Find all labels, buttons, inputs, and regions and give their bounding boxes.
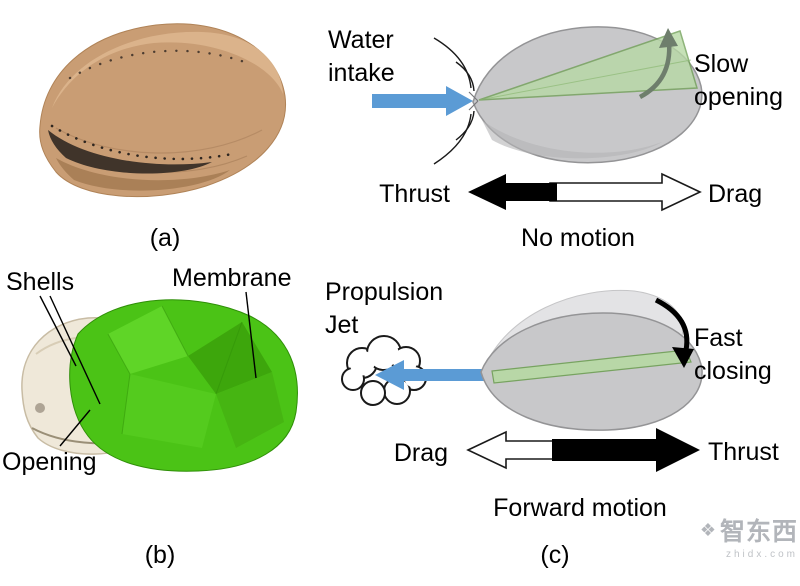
- flow-lines: [433, 37, 475, 165]
- label-water-intake: Water intake: [328, 26, 395, 87]
- watermark-logo-icon: ❖: [699, 520, 716, 540]
- clam-photo: [39, 23, 287, 198]
- clam-closed: [480, 289, 703, 431]
- label-drag-bottom: Drag: [393, 439, 448, 467]
- water-intake-arrow: [372, 86, 473, 116]
- pointer-lines: [39, 291, 257, 447]
- label-membrane: Membrane: [172, 264, 292, 292]
- caption-c: (c): [540, 541, 570, 569]
- caption-b: (b): [144, 541, 176, 569]
- label-no-motion: No motion: [521, 224, 635, 252]
- label-fast-closing: Fast closing: [694, 324, 772, 385]
- watermark-brand: 智东西: [719, 518, 798, 546]
- label-propulsion-jet: Propulsion Jet: [325, 278, 444, 339]
- robot-photo: [21, 291, 298, 472]
- drag-arrow-top: [549, 172, 702, 212]
- clam-shell-illustration: [39, 23, 287, 198]
- robot-membrane-green: [69, 299, 298, 472]
- jet-cloud: [341, 335, 427, 406]
- label-drag-top: Drag: [708, 180, 763, 208]
- label-shells: Shells: [6, 268, 75, 296]
- label-opening: Opening: [2, 448, 97, 476]
- drag-arrow-bottom: [466, 430, 561, 470]
- label-thrust-bottom: Thrust: [708, 438, 779, 466]
- slow-opening-arrow: [638, 28, 678, 99]
- thrust-arrow-bottom: [552, 428, 700, 472]
- mechanism-diagrams: [341, 26, 703, 472]
- watermark-site: zhidx.com: [725, 549, 798, 560]
- label-slow-opening: Slow opening: [694, 50, 783, 111]
- caption-a: (a): [149, 224, 181, 252]
- watermark: ❖ 智东西 zhidx.com: [686, 512, 798, 560]
- clam-open: [468, 26, 703, 164]
- label-thrust-top: Thrust: [379, 180, 450, 208]
- fast-closing-arrow: [654, 297, 694, 368]
- label-forward-motion: Forward motion: [493, 494, 667, 522]
- thrust-arrow-top: [468, 174, 557, 210]
